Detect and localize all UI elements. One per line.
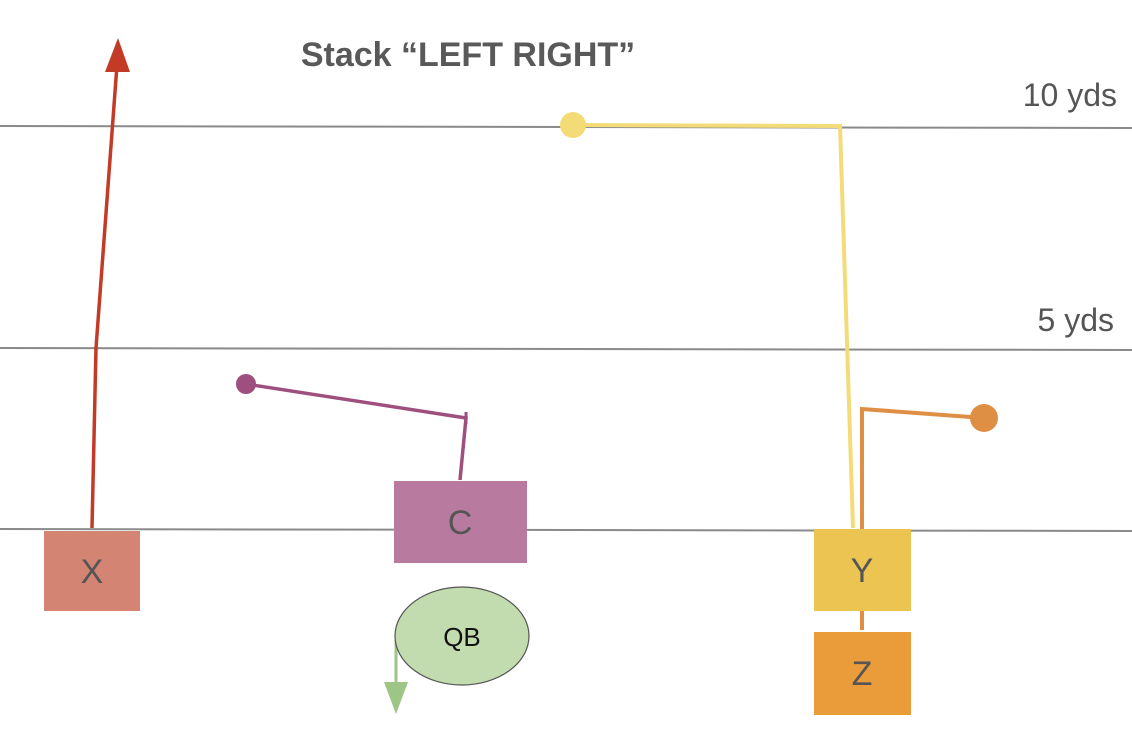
x-route-arrowhead bbox=[105, 38, 130, 72]
play-title: Stack “LEFT RIGHT” bbox=[301, 36, 635, 74]
player-y-label: Y bbox=[851, 552, 874, 590]
player-x-box bbox=[44, 531, 140, 611]
yard-line-5 bbox=[0, 347, 1132, 351]
y-route bbox=[572, 123, 855, 529]
qb-dropback-arrowhead bbox=[384, 682, 408, 714]
player-x-label: X bbox=[81, 553, 104, 591]
player-z: Z bbox=[814, 632, 911, 715]
player-qb-label: QB bbox=[443, 622, 481, 652]
player-c-box bbox=[394, 481, 527, 563]
player-z-label: Z bbox=[852, 655, 873, 693]
z-route-end-dot bbox=[970, 404, 998, 432]
player-qb: QB bbox=[394, 586, 530, 686]
c-route-end-dot bbox=[236, 374, 256, 394]
player-y-box bbox=[814, 529, 911, 611]
c-route bbox=[245, 382, 468, 481]
player-x: X bbox=[44, 531, 140, 611]
y-route-end-dot bbox=[560, 112, 586, 138]
player-z-box bbox=[814, 632, 911, 715]
player-c: C bbox=[394, 481, 527, 563]
player-qb-oval bbox=[394, 586, 530, 686]
yard-label-5: 5 yds bbox=[1038, 302, 1114, 338]
player-y: Y bbox=[814, 529, 911, 611]
line-of-scrimmage bbox=[0, 528, 1132, 532]
yard-label-10: 10 yds bbox=[1023, 77, 1117, 113]
x-route bbox=[90, 64, 119, 529]
player-c-label: C bbox=[448, 504, 473, 542]
